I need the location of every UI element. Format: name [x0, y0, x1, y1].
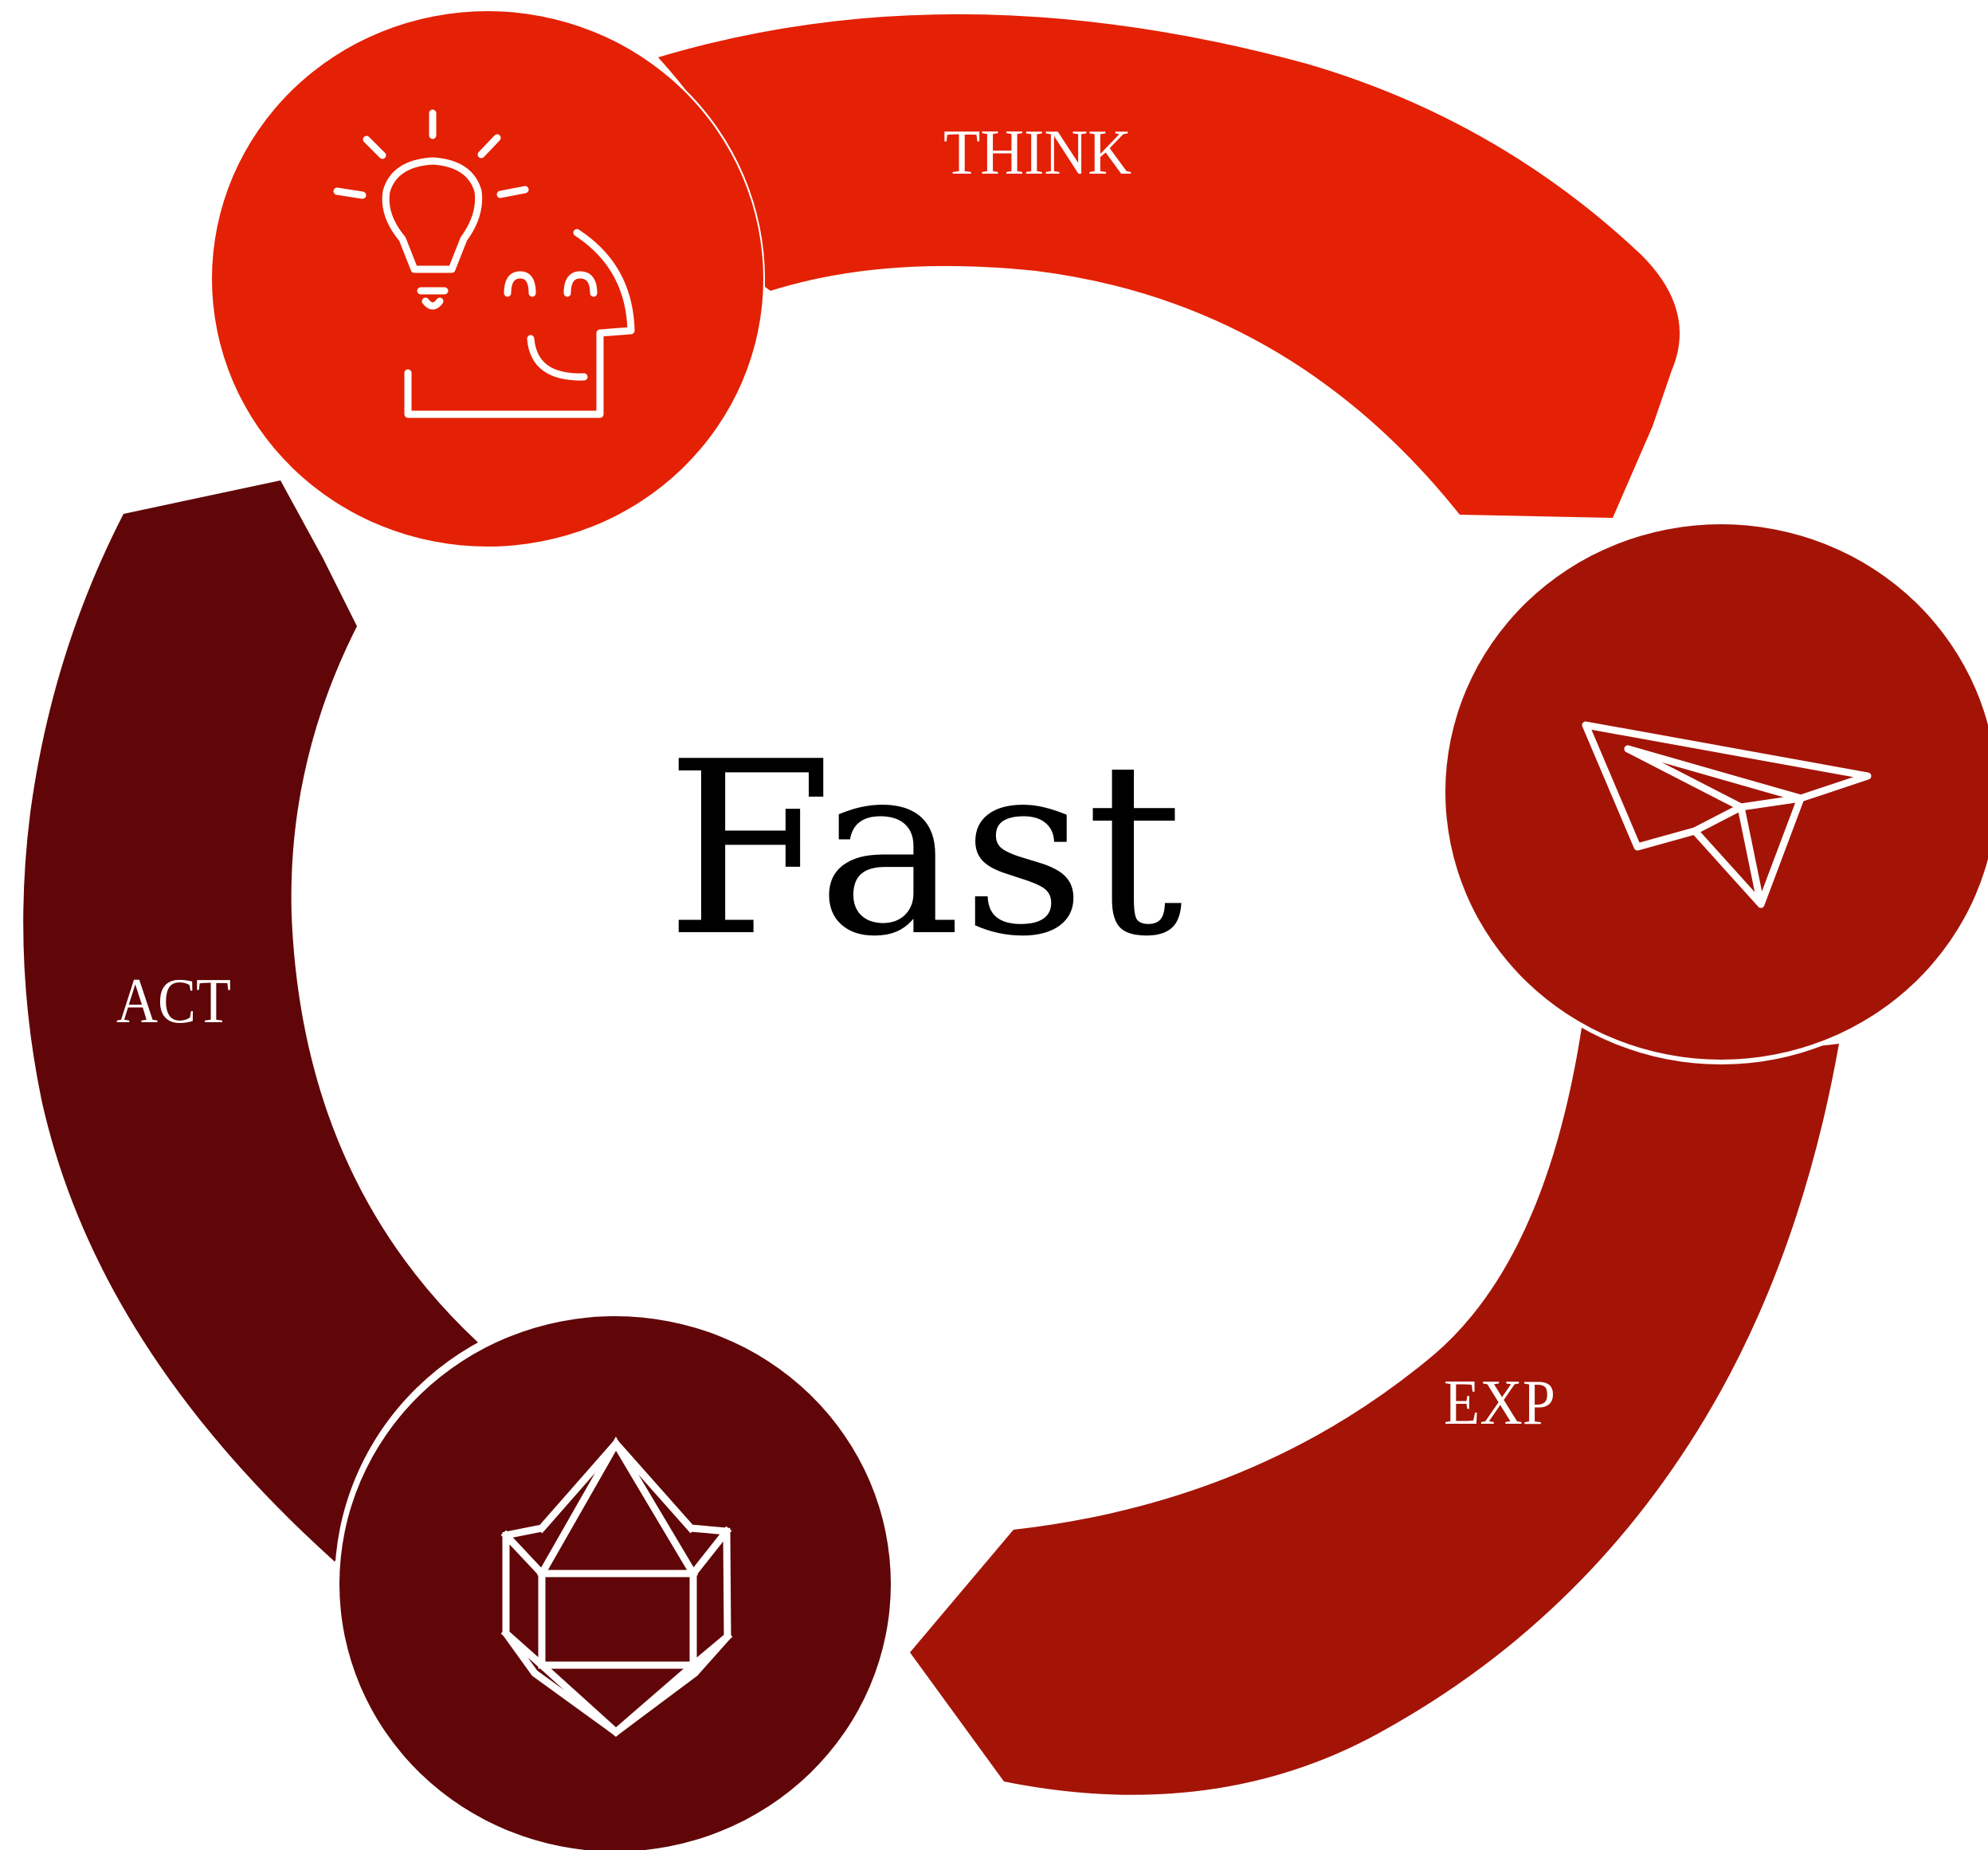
act-node [335, 1307, 896, 1850]
think-label: THINK [943, 118, 1131, 188]
think-arc-band [658, 14, 1680, 519]
gem-crystal-icon [500, 1436, 733, 1738]
exp-arc-band [910, 1028, 1839, 1795]
paper-plane-icon [1582, 721, 1872, 908]
exp-label: EXP [1444, 1368, 1555, 1438]
think-node [212, 10, 765, 548]
think-node-fill [212, 11, 763, 547]
act-label: ACT [116, 966, 231, 1037]
lightbulb-head-icon [333, 109, 635, 418]
center-title: Fast [665, 711, 1184, 989]
act-node-fill [339, 1316, 891, 1850]
act-arc-band [23, 480, 478, 1562]
